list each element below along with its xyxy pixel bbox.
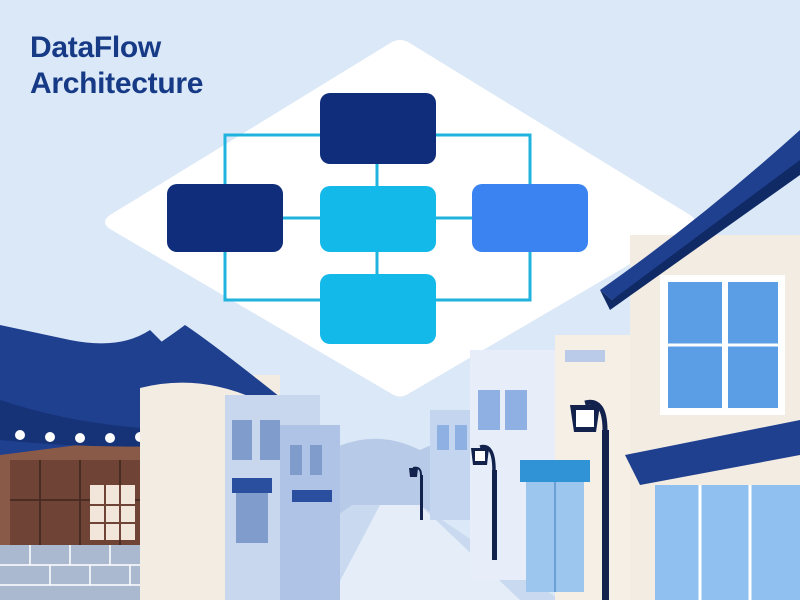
street-lamp-far	[409, 466, 423, 520]
edge-top-left	[223, 133, 320, 184]
street-lamp-near	[570, 399, 609, 600]
diagram-connectors	[223, 133, 532, 302]
edge-left-bottom	[223, 252, 320, 302]
right-building-foreground	[600, 130, 800, 600]
node-left	[167, 184, 283, 252]
title-line-1: DataFlow	[30, 31, 161, 64]
edge-top-right	[436, 133, 532, 184]
diagram-nodes	[167, 93, 588, 344]
street-lamp-mid	[471, 444, 497, 560]
node-center	[320, 186, 436, 252]
title-line-2: Architecture	[30, 67, 204, 100]
street-lamps	[409, 399, 609, 600]
node-bottom	[320, 274, 436, 344]
left-buildings	[112, 325, 340, 600]
right-buildings-distant	[430, 335, 635, 600]
node-right	[472, 184, 588, 252]
edge-right-bottom	[436, 252, 532, 302]
title-block: DataFlow Architecture	[30, 30, 203, 102]
node-top	[320, 93, 436, 164]
